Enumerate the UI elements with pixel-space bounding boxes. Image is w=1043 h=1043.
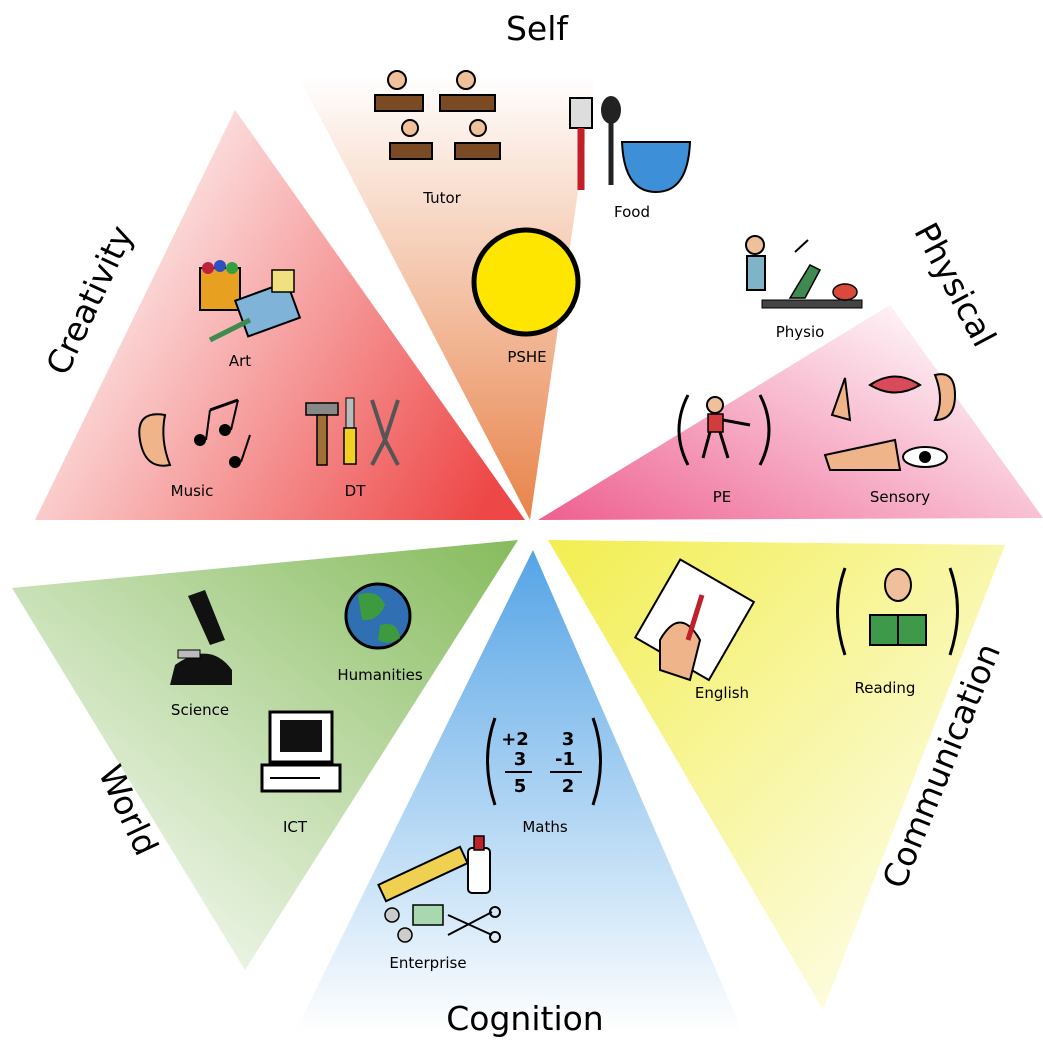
area-label-physical: Physical [906,216,1003,353]
subject-label-tutor: Tutor [422,189,461,207]
subject-label-ict: ICT [283,818,308,836]
sector-world [12,540,518,970]
sensory-icon [823,373,957,471]
maths-right-bottom: 2 [562,776,575,797]
subject-label-humanities: Humanities [337,666,423,684]
sector-cognition [295,550,742,1032]
humanities-icon [344,582,412,650]
subject-label-reading: Reading [855,679,916,697]
subject-label-maths: Maths [522,818,568,836]
art-icon [199,260,302,343]
subject-label-english: English [695,684,749,702]
subject-label-music: Music [171,482,214,500]
dt-icon [305,397,400,466]
ict-icon [260,710,342,793]
sector-self [298,75,595,520]
physio-icon [745,235,863,309]
maths-right-top: 3 [562,729,575,750]
subject-label-sensory: Sensory [870,488,930,506]
tutor-icon [374,70,501,160]
area-label-self: Self [506,9,569,48]
maths-left-bottom: 5 [514,776,527,797]
maths-left-mid: 3 [514,749,527,770]
reading-icon [836,567,959,656]
subject-label-physio: Physio [776,323,825,341]
subject-label-pe: PE [713,488,732,506]
maths-icon: +2 3 5 3 -1 2 [486,717,602,806]
enterprise-icon [377,835,501,943]
subject-label-pshe: PSHE [507,348,546,366]
subject-label-dt: DT [345,482,367,500]
area-label-cognition: Cognition [446,999,603,1038]
maths-left-top: +2 [501,729,529,750]
subject-label-food: Food [614,203,650,221]
music-icon [138,398,251,468]
pe-icon [677,394,771,466]
english-icon [633,558,756,682]
pshe-icon [471,227,581,337]
subject-label-science: Science [171,701,229,719]
science-icon [170,590,232,685]
food-icon [569,96,692,194]
maths-right-mid: -1 [555,749,575,770]
subject-label-enterprise: Enterprise [389,954,466,972]
subject-label-art: Art [229,352,251,370]
